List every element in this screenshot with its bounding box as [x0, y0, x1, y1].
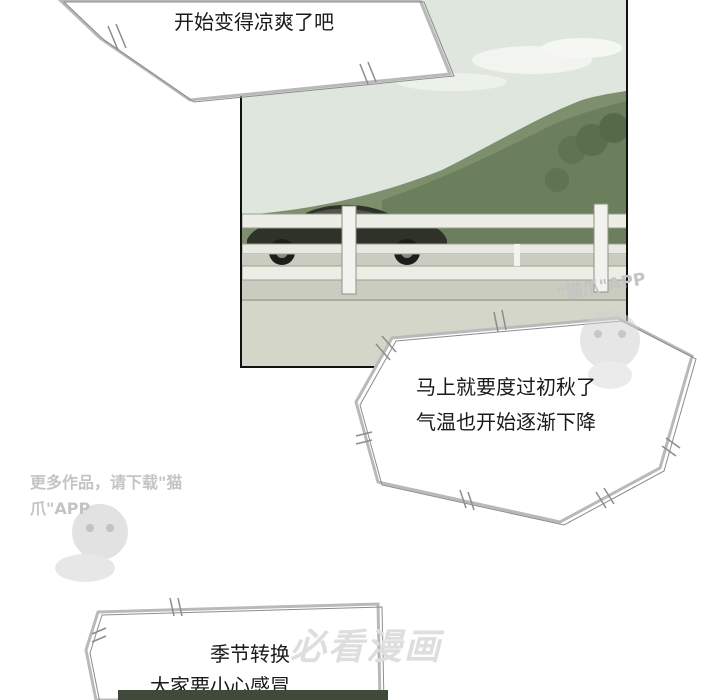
- bubble-middle-line-2: 气温也开始逐渐下降: [416, 410, 596, 434]
- bubble-bottom-line-1: 季节转换: [210, 642, 290, 666]
- watermark-logo-right: [540, 270, 680, 420]
- watermark-text-center: 必看漫画: [290, 627, 443, 668]
- watermark-text-left: 更多作品，请下载"猫爪"APP: [30, 473, 183, 518]
- bubble-middle-line-1: 马上就要度过初秋了: [416, 375, 596, 399]
- speech-bubble-top: [57, 0, 453, 102]
- next-panel-edge: [118, 690, 388, 700]
- speech-bubble-bottom: [84, 602, 382, 700]
- watermark-logo-left: [40, 490, 150, 590]
- bubble-top-line-1: 开始变得凉爽了吧: [174, 10, 334, 34]
